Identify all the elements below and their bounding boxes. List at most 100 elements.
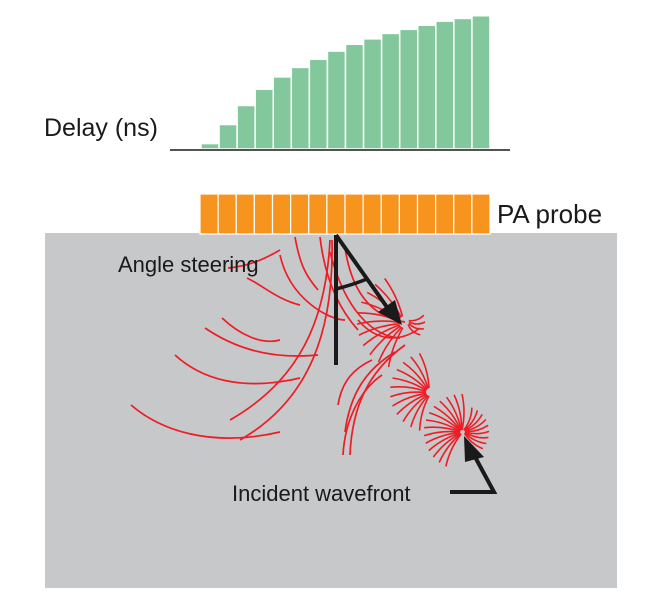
probe-element (326, 193, 346, 235)
probe-element (308, 193, 328, 235)
wavefront-ray (410, 394, 429, 428)
wavefront-ray (445, 433, 462, 467)
angle-steering-label: Angle steering (118, 252, 259, 277)
wavefront-ray (425, 419, 461, 433)
incident-wavefront-pointer (450, 436, 498, 494)
delay-bar (398, 28, 419, 150)
probe-element (290, 193, 310, 235)
wavefront-ray (433, 405, 462, 432)
wavefront-arc (337, 359, 373, 406)
probe-element (416, 193, 437, 235)
wavefront-arc (279, 254, 346, 321)
delay-bar (417, 24, 437, 150)
delay-bar (471, 14, 491, 150)
wavefront-ray (402, 361, 428, 390)
wavefront-ray (410, 356, 429, 389)
wavefront-arc (130, 404, 281, 439)
probe-element (362, 193, 382, 235)
angle-steering-indicator (334, 233, 402, 365)
delay-bar (272, 76, 293, 150)
wavefront-ray (461, 393, 465, 431)
wavefront-arc (174, 354, 301, 385)
wavefront-arc (204, 327, 319, 357)
wavefront-arc (349, 344, 406, 456)
wavefront-arc (239, 239, 333, 441)
wavefront-ray (408, 321, 426, 325)
wavefront-ray (424, 426, 461, 433)
wavefront-ray (369, 325, 402, 356)
wavefront-ray (384, 278, 404, 317)
wavefront-ray (464, 430, 490, 435)
wavefront-arc (344, 351, 396, 433)
incident-wavefront-label: Incident wavefront (232, 481, 411, 506)
wavefront-ray (358, 322, 400, 336)
wavefront-arc (227, 249, 281, 269)
wavefront-ray (453, 394, 463, 431)
wavefront-ray (374, 283, 403, 318)
probe-element (253, 193, 274, 235)
probe-element (344, 193, 364, 235)
delay-bar (435, 20, 455, 150)
wavefront-ray (362, 324, 401, 347)
delay-bar (254, 88, 274, 150)
steering-angle-arc (335, 277, 368, 291)
wavefront-ray (463, 432, 484, 450)
wavefront-ray (392, 392, 427, 407)
wavefront-ray (407, 324, 421, 336)
probe-element (435, 193, 455, 235)
test-medium (45, 233, 617, 588)
delay-bar (326, 50, 347, 150)
probe-element (471, 193, 491, 235)
wavefront-ray (463, 407, 473, 431)
wavefront-ray (464, 431, 489, 439)
wavefront-ray (408, 322, 424, 330)
wavefront-ray (392, 377, 427, 392)
wavefront-ray (418, 395, 430, 431)
wavefront-ray (396, 393, 427, 415)
wavefront-ray (418, 353, 430, 389)
wavefront-ray (463, 410, 479, 431)
delay-bar (290, 66, 311, 150)
wavefront-ray (445, 396, 462, 431)
wavefront-ray (390, 391, 427, 398)
probe-label: PA probe (497, 199, 602, 229)
wavefront-ray (464, 414, 483, 432)
wavefront-ray (402, 394, 428, 422)
wavefront-ray (439, 400, 462, 431)
wavefront-ray (408, 314, 425, 322)
wavefront-arc (294, 236, 319, 291)
wavefront-ray (356, 320, 400, 325)
wavefront-ray (428, 412, 461, 432)
wavefront-arc (246, 277, 301, 306)
delay-bar (344, 43, 365, 150)
probe-element (199, 193, 219, 235)
delay-bar-chart (200, 14, 491, 150)
wavefront-ray (464, 418, 487, 432)
wavefront-arc (229, 239, 331, 421)
probe-element (271, 193, 292, 235)
pointer-arrowhead (464, 436, 484, 462)
wavefront-ray (387, 327, 404, 368)
delay-bar (200, 142, 220, 150)
wavefront-arcs (130, 236, 421, 456)
pointer-line (450, 454, 498, 494)
wavefront-ray (377, 326, 403, 363)
wavefront-ray (396, 368, 428, 391)
probe-element (235, 193, 255, 235)
delay-bar (218, 123, 238, 150)
delay-bar (308, 58, 329, 150)
delay-bar (380, 32, 401, 150)
delay-bar (236, 104, 256, 150)
probe-element (380, 193, 400, 235)
wavefront-ray (464, 424, 489, 433)
probe-element (217, 193, 237, 235)
delay-bar (453, 17, 473, 150)
wavefront-ray (423, 430, 461, 437)
wavefront-ray (428, 432, 461, 452)
wavefront-ray (438, 432, 462, 463)
delay-label: Delay (ns) (44, 114, 158, 142)
pa-probe (199, 193, 491, 235)
wavefront-arc (221, 317, 281, 343)
probe-element (453, 193, 473, 235)
